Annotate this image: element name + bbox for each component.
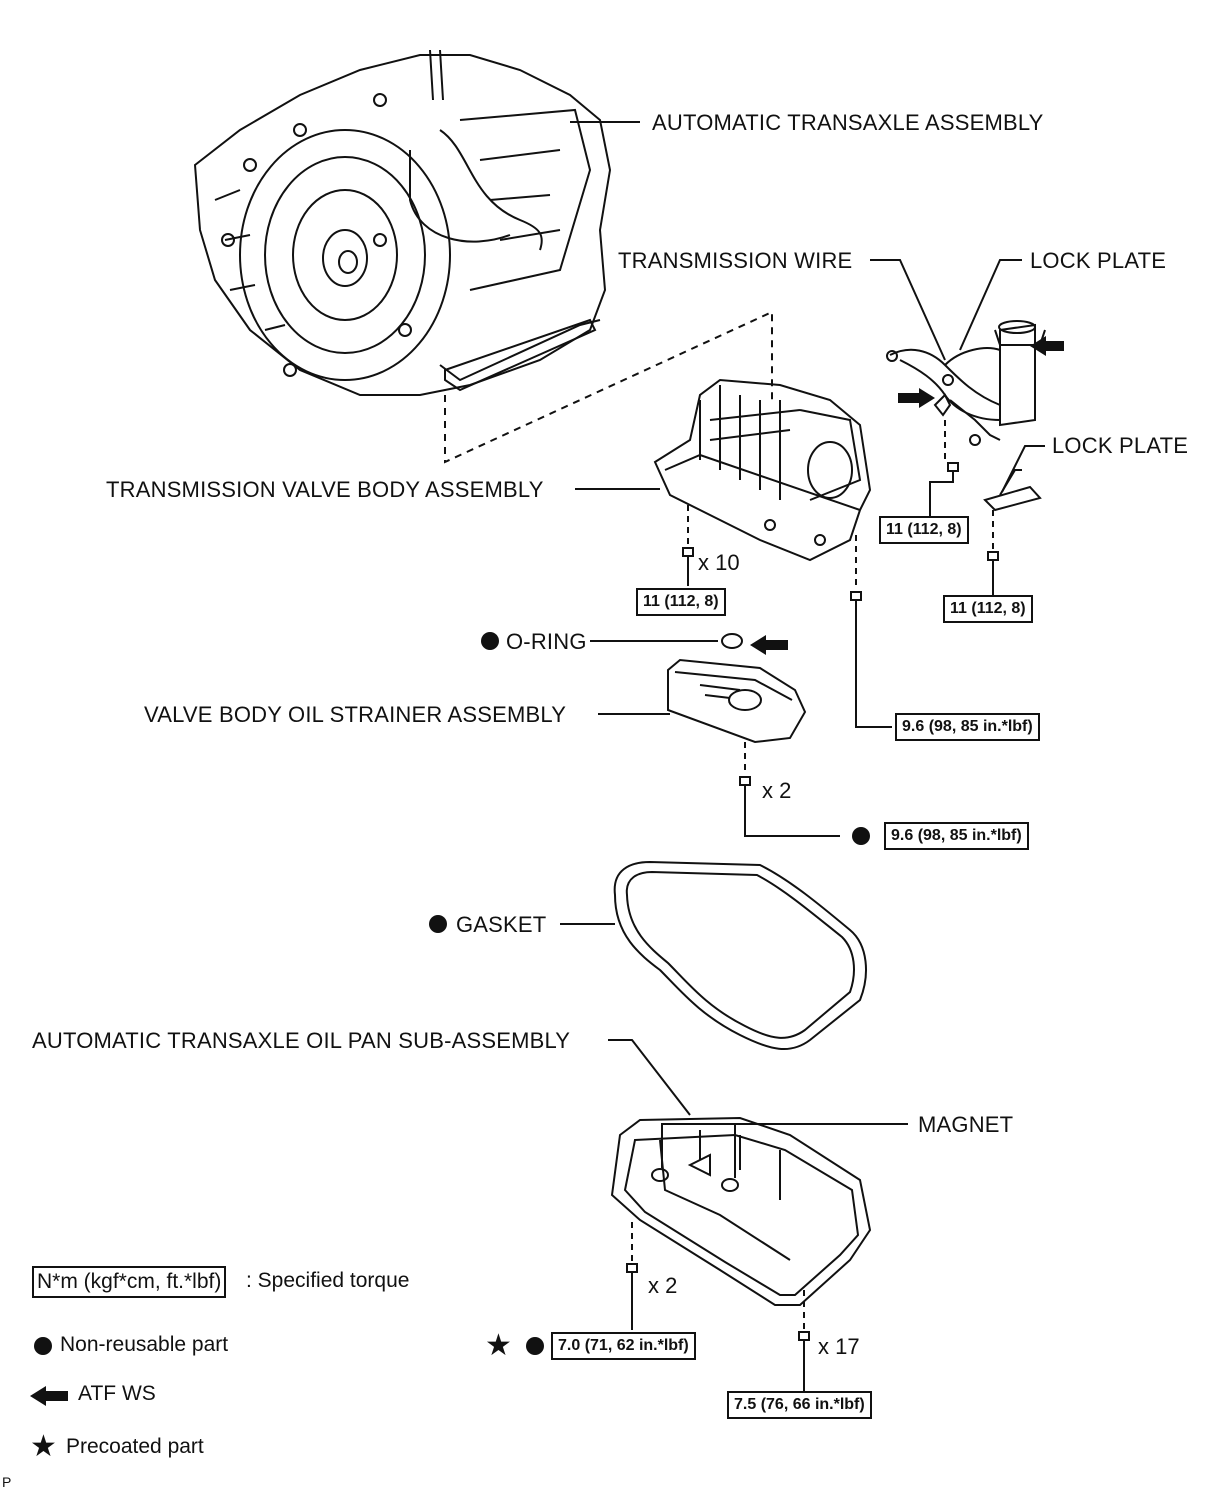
- transmission-wire-drawing: [886, 320, 1046, 446]
- legend-atf-text: ATF WS: [78, 1382, 156, 1405]
- precoated-star-icon-pan-bolt: ★: [485, 1329, 512, 1362]
- legend-precoated-star-icon: ★: [30, 1430, 57, 1463]
- transaxle-drawing: [193, 49, 612, 396]
- label-transmission-wire: TRANSMISSION WIRE: [618, 248, 853, 273]
- bolt-lock-plate: [987, 551, 999, 595]
- bolt-wire: [929, 462, 959, 518]
- non-reusable-dot-gasket: [429, 915, 447, 933]
- label-oil-pan: AUTOMATIC TRANSAXLE OIL PAN SUB-ASSEMBLY: [32, 1028, 571, 1053]
- torque-wire-bolt: 11 (112, 8): [879, 516, 969, 544]
- torque-valve-body-bolts: 11 (112, 8): [636, 588, 726, 616]
- label-gasket: GASKET: [456, 912, 547, 937]
- legend-non-reusable-text: Non-reusable part: [60, 1333, 229, 1356]
- label-valve-body: TRANSMISSION VALVE BODY ASSEMBLY: [106, 477, 544, 502]
- strainer-drawing: [667, 658, 807, 744]
- torque-pan-bolts-2: 7.0 (71, 62 in.*lbf): [551, 1332, 696, 1360]
- label-strainer: VALVE BODY OIL STRAINER ASSEMBLY: [144, 702, 567, 727]
- leader-lock-plate-2: [1001, 445, 1045, 493]
- non-reusable-dot-strainer-bolt: [852, 827, 870, 845]
- leader-oil-pan: [608, 1039, 691, 1116]
- atf-arrow-icon-lock: [1030, 336, 1064, 356]
- leader-wire: [870, 259, 946, 361]
- qty-valve-body: x 10: [698, 550, 740, 575]
- atf-arrow-icon-legend: [30, 1386, 68, 1406]
- bolt-pan-2: [626, 1263, 638, 1330]
- non-reusable-dot-o-ring: [481, 632, 499, 650]
- qty-strainer: x 2: [762, 778, 792, 803]
- o-ring-drawing: [721, 633, 743, 649]
- valve-body-drawing: [653, 378, 872, 562]
- bolt-valve-body-single: [850, 591, 892, 728]
- bolt-pan-17: [798, 1331, 810, 1392]
- corner-mark: P: [2, 1474, 12, 1490]
- legend-precoated-text: Precoated part: [66, 1435, 204, 1458]
- atf-arrow-icon-wire: [898, 388, 935, 408]
- qty-pan-2: x 2: [648, 1273, 678, 1298]
- leader-magnet: [661, 1123, 908, 1178]
- legend-torque-box: N*m (kgf*cm, ft.*lbf): [32, 1266, 227, 1298]
- oil-pan-drawing: [610, 1116, 872, 1306]
- torque-valve-body-single: 9.6 (98, 85 in.*lbf): [895, 713, 1040, 741]
- legend-non-reusable-dot: [34, 1337, 52, 1355]
- legend-torque-text: : Specified torque: [246, 1269, 410, 1292]
- label-transaxle: AUTOMATIC TRANSAXLE ASSEMBLY: [652, 110, 1044, 135]
- torque-strainer-bolts: 9.6 (98, 85 in.*lbf): [884, 822, 1029, 850]
- label-lock-plate-2: LOCK PLATE: [1052, 433, 1189, 458]
- label-o-ring: O-RING: [506, 629, 587, 654]
- label-magnet: MAGNET: [918, 1112, 1014, 1137]
- bolt-strainer: [739, 776, 840, 837]
- leader-lock-plate-1: [959, 259, 1022, 351]
- atf-arrow-icon-o-ring: [750, 635, 788, 655]
- label-lock-plate-1: LOCK PLATE: [1030, 248, 1167, 273]
- non-reusable-dot-pan-bolt: [526, 1337, 544, 1355]
- qty-pan-17: x 17: [818, 1334, 860, 1359]
- torque-pan-bolts-17: 7.5 (76, 66 in.*lbf): [727, 1391, 872, 1419]
- lock-plate-drawing: [983, 469, 1042, 512]
- torque-lock-plate-bolt: 11 (112, 8): [943, 595, 1033, 623]
- bolt-valve-body: [682, 547, 694, 578]
- gasket-drawing: [613, 860, 867, 1051]
- dashed-guide-transaxle: [444, 310, 773, 464]
